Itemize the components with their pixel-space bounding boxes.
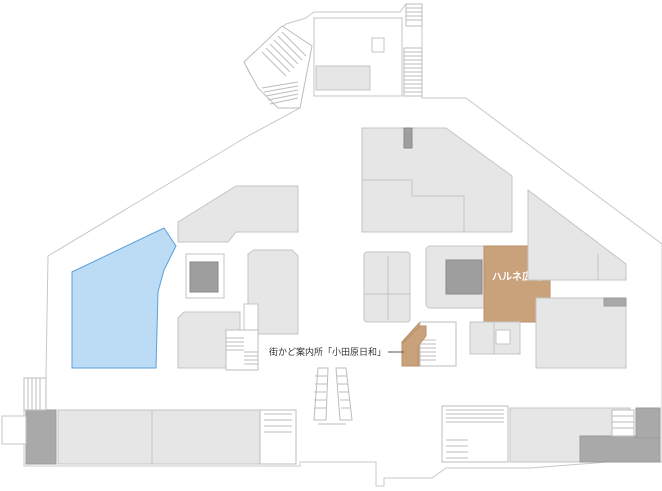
central-escalators <box>313 367 353 425</box>
south-west-shop-1[interactable] <box>57 409 153 465</box>
west-entrance <box>1 415 27 445</box>
west-center-shop[interactable] <box>177 185 299 243</box>
east-shop[interactable] <box>527 188 627 281</box>
central-shop[interactable] <box>363 251 411 323</box>
south-west-staircase <box>225 329 259 371</box>
south-east-core <box>579 435 661 463</box>
north-central-shop-divider <box>361 179 465 233</box>
north-elevator <box>371 37 385 53</box>
central-south-shop[interactable] <box>469 321 521 355</box>
central-south-shop-inner <box>495 329 511 345</box>
info-center-label: 街かど案内所「小田原日和」 <box>269 346 386 358</box>
south-east-core-upper <box>635 407 661 439</box>
south-east-shaft <box>603 297 627 307</box>
west-core-shaft <box>189 261 219 293</box>
south-east-core-stairs <box>611 409 635 437</box>
south-west-shop-wall <box>243 303 259 331</box>
south-west-core <box>25 409 57 465</box>
info-center[interactable] <box>401 321 457 367</box>
highlighted-shop[interactable] <box>71 227 177 369</box>
north-shop <box>315 65 371 91</box>
south-east-shop[interactable] <box>535 297 627 369</box>
south-west-shop-2[interactable] <box>151 409 261 465</box>
east-core-shaft <box>445 259 483 295</box>
west-edge-stairs <box>23 377 47 411</box>
south-west-stairs <box>259 409 297 465</box>
south-east-stairs <box>441 405 509 463</box>
north-west-staircase <box>243 25 313 109</box>
north-east-staircase <box>403 3 423 97</box>
north-central-shaft <box>403 127 413 149</box>
